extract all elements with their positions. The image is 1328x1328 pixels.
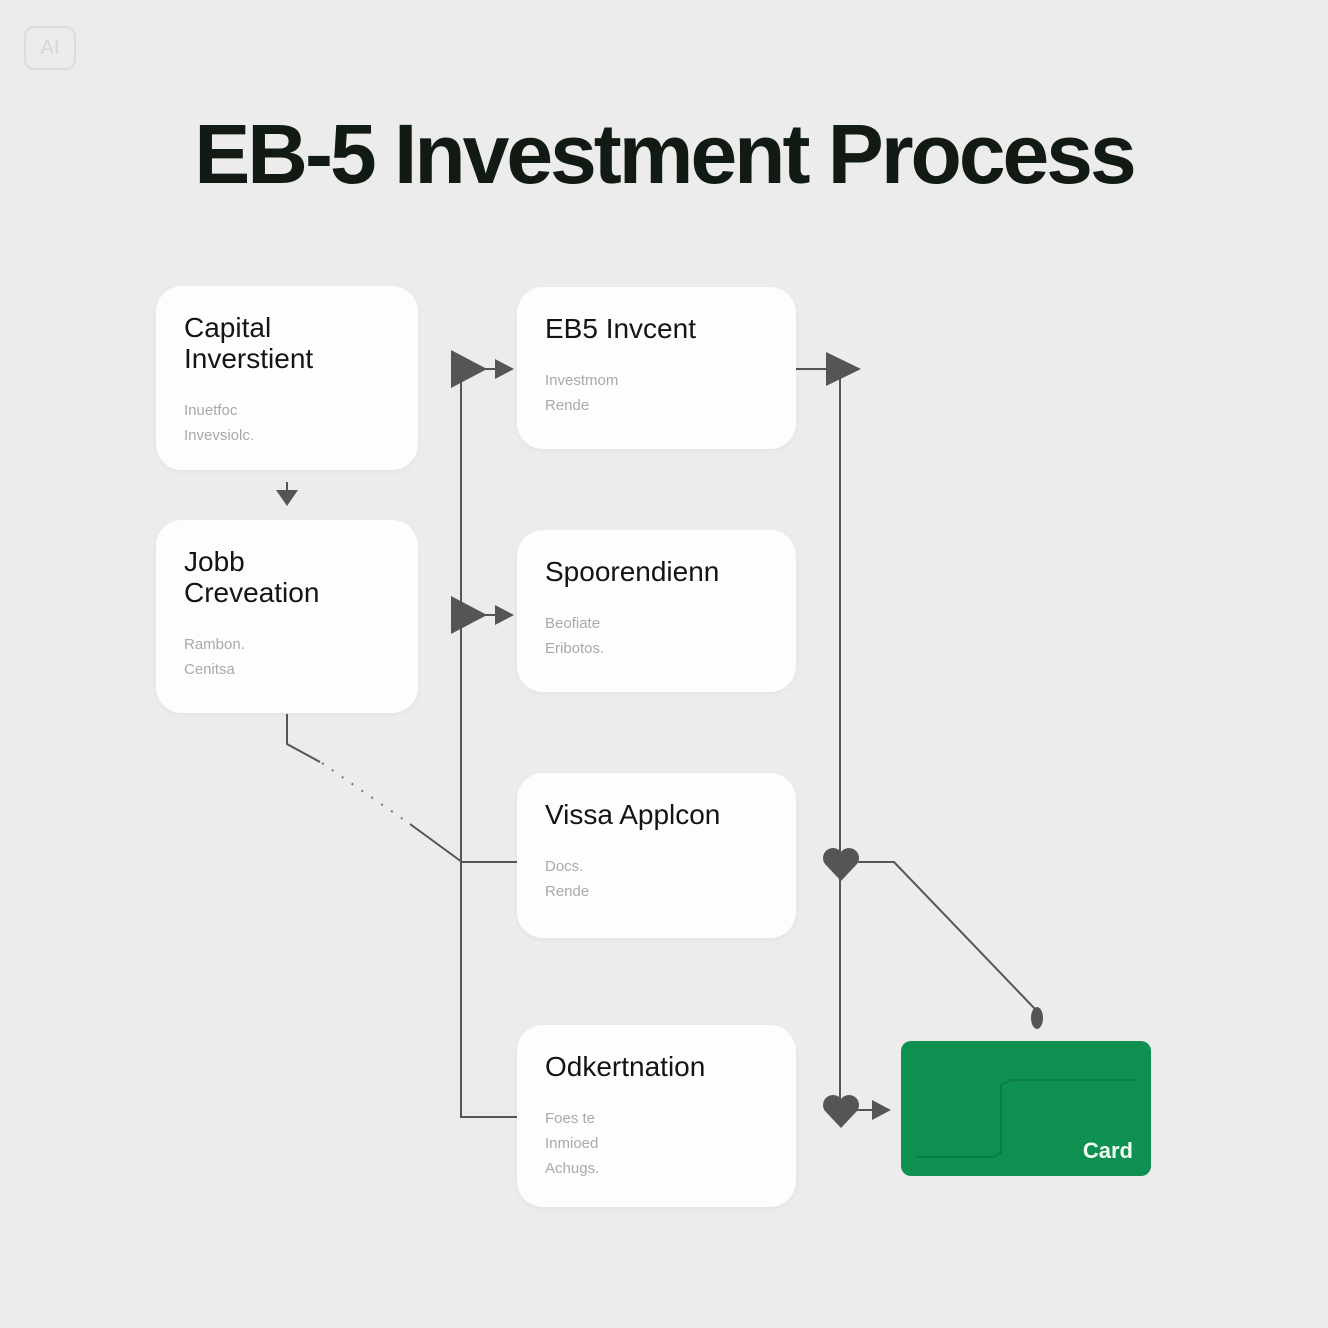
arrow-small-icon (495, 359, 514, 379)
node-odkertnation: Odkertnation Foes te Inmioed Achugs. (517, 1025, 796, 1207)
arrow-large-icon (826, 352, 861, 386)
heart-icon (823, 1095, 859, 1128)
node-capital: Capital Inverstient Inuetfoc Invevsiolc. (156, 286, 418, 470)
node-title: Odkertnation (545, 1051, 706, 1082)
job-to-visa-line (286, 714, 321, 763)
node-subtitle: Foes te Inmioed Achugs. (545, 1110, 600, 1177)
node-subtitle: Beofiate Eribotos. (545, 615, 605, 657)
node-sporen: Spoorendienn Beofiate Eribotos. (517, 530, 796, 692)
node-title: Jobb Creveation (184, 546, 320, 608)
job-to-visa-line-2 (409, 823, 517, 863)
node-eb5-investment: EB5 Invcent Investmom Rende (517, 287, 796, 449)
node-job-creation: Jobb Creveation Rambon. Cenitsa (156, 520, 418, 713)
node-subtitle: Investmom Rende (545, 372, 619, 414)
node-subtitle: Docs. Rende (545, 858, 590, 900)
arrow-large-icon (451, 596, 487, 634)
node-title: Capital Inverstient (184, 312, 314, 374)
arrow-small-icon (495, 605, 514, 625)
ai-badge: AI (24, 26, 76, 70)
card-label: Card (1082, 1138, 1133, 1163)
node-title: Spoorendienn (545, 556, 720, 587)
down-arrow-icon (276, 490, 298, 506)
green-card: Card (901, 1041, 1151, 1176)
node-subtitle: Inuetfoc Invevsiolc. (184, 402, 255, 444)
dashed-connector (321, 762, 411, 825)
arrow-large-icon (451, 350, 487, 388)
left-bus-line (460, 370, 517, 1118)
node-title: Vissa Applcon (545, 799, 721, 830)
node-visa-application: Vissa Applcon Docs. Rende (517, 773, 796, 938)
arrow-small-icon (872, 1100, 891, 1120)
heart-icon (823, 848, 859, 881)
eb5-to-right-bus-line (796, 368, 841, 1103)
leaf-marker-icon (1031, 1007, 1043, 1029)
node-subtitle: Rambon. Cenitsa (184, 636, 245, 678)
node-title: EB5 Invcent (545, 313, 696, 344)
card-line-decoration (917, 1079, 1137, 1158)
heart-to-card-diagonal (858, 861, 1037, 1011)
diagram-title: EB-5 Investment Process (194, 107, 1136, 201)
